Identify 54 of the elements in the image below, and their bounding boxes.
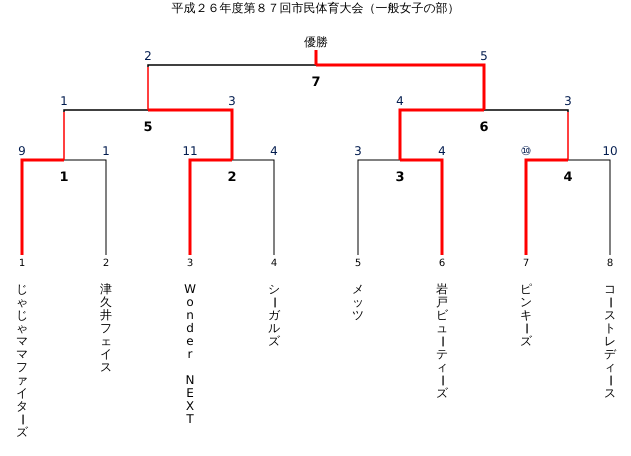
slot-number: 8	[606, 258, 614, 270]
score-label: 10	[601, 144, 619, 158]
bracket-line	[398, 108, 484, 160]
score-label: ⑩	[520, 144, 532, 158]
bracket-line	[400, 158, 444, 255]
team-name: Wonder NEXT	[183, 283, 197, 426]
bracket-line	[316, 64, 486, 110]
team-name: シーガルズ	[266, 283, 282, 348]
match-number: 7	[301, 75, 331, 90]
bracket-line	[63, 109, 148, 160]
score-label: 2	[143, 49, 153, 63]
slot-number: 3	[186, 258, 194, 270]
slot-number: 1	[18, 258, 26, 270]
score-label: 1	[101, 144, 111, 158]
bracket-line	[188, 158, 232, 255]
score-label: 3	[563, 94, 573, 108]
bracket-line	[358, 160, 400, 256]
score-label: 5	[479, 49, 489, 63]
bracket-line	[147, 64, 316, 110]
team-name: コーストレディース	[602, 283, 618, 400]
slot-number: 6	[438, 258, 446, 270]
bracket-line	[524, 158, 568, 255]
team-name: ピンキーズ	[518, 283, 534, 348]
slot-number: 2	[102, 258, 110, 270]
bracket-line	[314, 50, 318, 65]
bracket-line	[20, 158, 64, 255]
team-name: 津久井フェイス	[99, 283, 113, 374]
bracket-line	[148, 108, 234, 160]
match-number: 5	[133, 120, 163, 135]
match-number: 6	[469, 120, 499, 135]
team-name: じゃじゃママファイターズ	[14, 283, 30, 439]
match-number: 3	[385, 170, 415, 185]
team-name: 岩戸ビューティーズ	[434, 283, 450, 400]
match-number: 2	[217, 170, 247, 185]
score-label: 3	[227, 94, 237, 108]
score-label: 3	[353, 144, 363, 158]
slot-number: 5	[354, 258, 362, 270]
score-label: 4	[269, 144, 279, 158]
bracket-line	[64, 160, 106, 256]
slot-number: 7	[522, 258, 530, 270]
bracket-line	[484, 109, 569, 160]
bracket-title: 平成２６年度第８７回市民体育大会（一般女子の部）	[170, 0, 460, 17]
champion-label: 優勝	[296, 34, 336, 51]
match-number: 1	[49, 170, 79, 185]
score-label: 11	[181, 144, 199, 158]
score-label: 4	[437, 144, 447, 158]
bracket-line	[568, 160, 610, 256]
match-number: 4	[553, 170, 583, 185]
bracket-line	[232, 160, 274, 256]
score-label: 1	[59, 94, 69, 108]
team-name: メッツ	[351, 283, 365, 322]
score-label: 4	[395, 94, 405, 108]
slot-number: 4	[270, 258, 278, 270]
score-label: 9	[17, 144, 27, 158]
